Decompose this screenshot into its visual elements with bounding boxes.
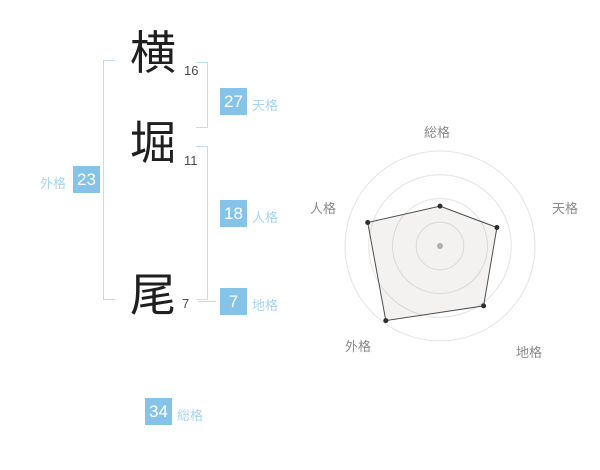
chikaku-label: 地格: [252, 298, 279, 313]
jinkaku-badge: 18: [220, 200, 247, 227]
radar-ring: [368, 174, 512, 318]
gaikaku-badge: 23: [73, 166, 100, 193]
radar-vertex-dot: [437, 203, 443, 209]
jinkaku-bracket: [196, 146, 208, 300]
radar-ring: [344, 150, 536, 342]
radar-axis-label-chikaku: 地格: [516, 345, 543, 360]
radar-axis-label-gaikaku: 外格: [345, 339, 372, 354]
radar-vertex-dot: [365, 220, 371, 225]
tenkaku-label: 天格: [252, 98, 279, 113]
radar-axis-label-jinkaku: 人格: [310, 201, 337, 216]
chikaku-tick: [198, 301, 216, 302]
radar-center-dot: [437, 243, 443, 249]
name-char-3: 尾: [130, 269, 176, 321]
radar-ring: [392, 198, 488, 294]
jinkaku-label: 人格: [252, 210, 279, 225]
radar-polygon: [367, 205, 498, 322]
chikaku-badge: 7: [220, 288, 247, 315]
radar-axis-label-tenkaku: 天格: [552, 201, 579, 216]
tenkaku-badge: 27: [220, 88, 247, 115]
soukaku-badge: 34: [145, 398, 172, 425]
stroke-count-2: 11: [184, 153, 198, 168]
radar-vertex-dot: [494, 225, 500, 230]
radar-vertex-dot: [481, 303, 487, 309]
radar-vertex-dot: [383, 318, 389, 324]
radar-chart-svg: [344, 150, 536, 342]
radar-axis-label-soukaku: 総格: [424, 125, 451, 140]
name-char-1: 横: [130, 27, 176, 79]
tenkaku-bracket: [196, 62, 208, 128]
gaikaku-label: 外格: [40, 176, 67, 191]
stroke-count-3: 7: [182, 296, 190, 311]
name-char-2: 堀: [130, 117, 176, 169]
radar-ring: [415, 221, 465, 271]
soukaku-label: 総格: [177, 408, 204, 423]
gaikaku-bracket: [103, 60, 115, 300]
stroke-count-1: 16: [184, 63, 199, 78]
